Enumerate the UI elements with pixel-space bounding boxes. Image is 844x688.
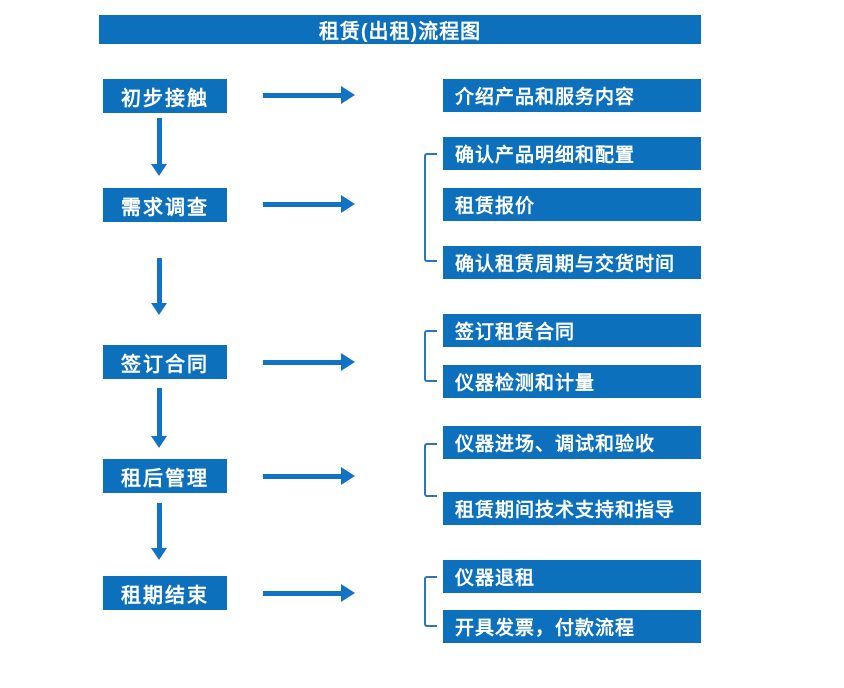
arrow-right-icon xyxy=(263,86,355,104)
output-box-introduce-products-services: 介绍产品和服务内容 xyxy=(443,79,701,112)
output-box-instrument-setup-acceptance: 仪器进场、调试和验收 xyxy=(443,426,701,459)
output-box-rental-quotation: 租赁报价 xyxy=(443,188,701,221)
arrow-right-icon xyxy=(263,353,355,371)
arrow-right-icon xyxy=(263,584,355,602)
output-box-invoice-payment: 开具发票，付款流程 xyxy=(443,610,701,643)
output-box-instrument-inspection: 仪器检测和计量 xyxy=(443,365,701,398)
step-box-sign-contract: 签订合同 xyxy=(103,345,227,379)
group-bracket xyxy=(424,153,437,262)
step-box-initial-contact: 初步接触 xyxy=(103,79,227,113)
output-box-technical-support: 租赁期间技术支持和指导 xyxy=(443,492,701,525)
group-bracket xyxy=(424,330,437,382)
output-box-confirm-rental-period: 确认租赁周期与交货时间 xyxy=(443,246,701,279)
output-box-instrument-return: 仪器退租 xyxy=(443,560,701,593)
step-box-post-rental-management: 租后管理 xyxy=(103,459,227,493)
arrow-down-icon xyxy=(151,258,168,315)
group-bracket xyxy=(424,443,437,497)
step-box-rental-end: 租期结束 xyxy=(103,576,227,610)
group-bracket xyxy=(424,576,437,627)
step-box-demand-survey: 需求调查 xyxy=(103,188,227,222)
arrow-right-icon xyxy=(263,467,355,485)
output-box-sign-rental-contract: 签订租赁合同 xyxy=(443,314,701,347)
arrow-down-icon xyxy=(151,503,168,560)
output-box-confirm-product-details: 确认产品明细和配置 xyxy=(443,137,701,170)
arrow-down-icon xyxy=(151,388,168,448)
arrow-down-icon xyxy=(151,118,168,176)
flowchart-title: 租赁(出租)流程图 xyxy=(99,15,701,44)
arrow-right-icon xyxy=(263,195,355,213)
